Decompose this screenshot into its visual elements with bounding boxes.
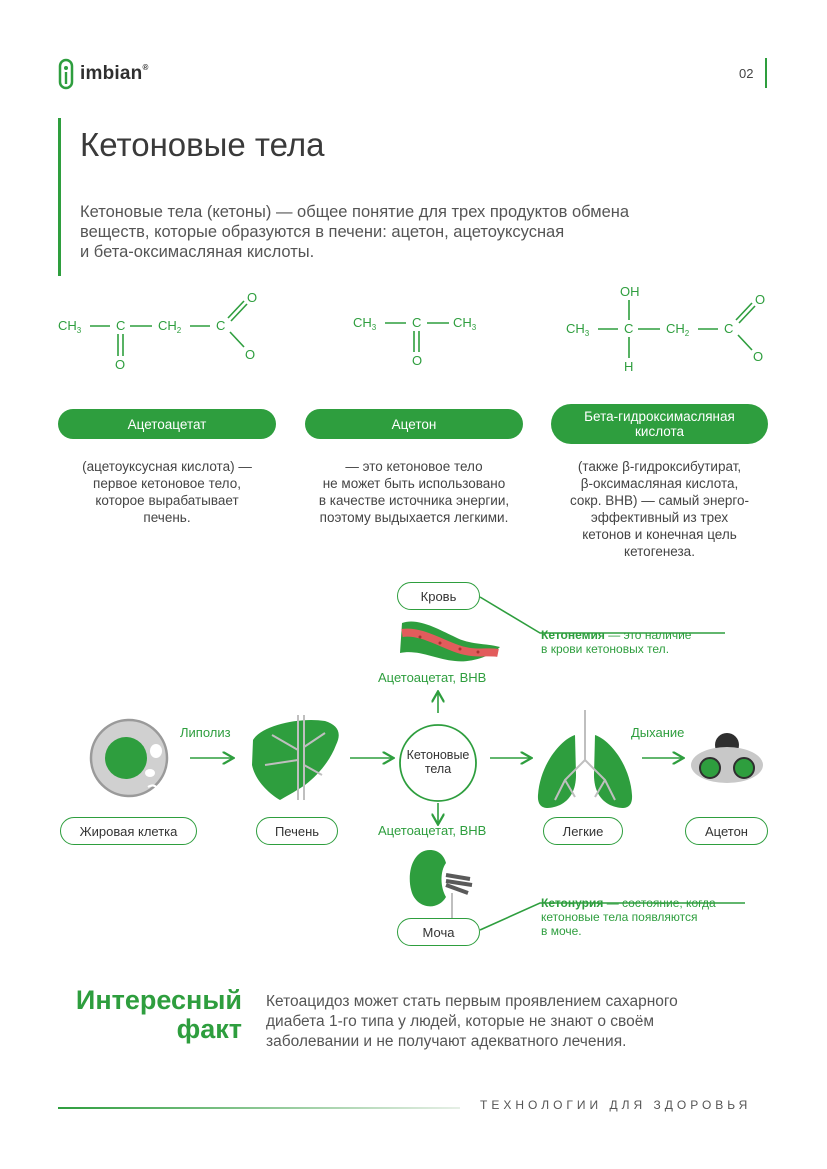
desc-line: в качестве источника энергии,	[318, 493, 510, 508]
brand-name: imbian®	[80, 63, 149, 84]
ketones-center-label: Кетоновые тела	[398, 748, 478, 776]
fact-title-line: факт	[176, 1014, 242, 1044]
nose-icon	[691, 733, 763, 783]
liver-icon	[252, 715, 339, 800]
logo-icon	[58, 58, 74, 90]
svg-text:O: O	[412, 353, 422, 368]
footer-tagline: ТЕХНОЛОГИИ ДЛЯ ЗДОРОВЬЯ	[480, 1098, 752, 1112]
brand-logo[interactable]: imbian®	[58, 58, 149, 90]
page-number-bar	[765, 58, 767, 88]
ketones-line: Кетоновые	[406, 748, 470, 762]
compound-label-line: кислота	[635, 424, 684, 439]
desc-line: сокр. BHB) — самый энерго-	[569, 493, 750, 508]
breathing-label: Дыхание	[631, 725, 685, 740]
up-label: Ацетоацетат, BHB	[378, 670, 487, 685]
formula-acetone: CH3 C CH3 O	[353, 315, 477, 368]
fact-line: заболевании и не получают адекватного ле…	[266, 1033, 627, 1050]
ketones-circle	[399, 724, 477, 802]
formula-bhb: OH CH3 C CH2 C H O O	[566, 284, 765, 374]
desc-line: поэтому выдыхается легкими.	[319, 510, 509, 525]
fact-text: Кетоацидоз может стать первым проявление…	[266, 992, 766, 1052]
svg-text:C: C	[216, 318, 225, 333]
fact-title-line: Интересный	[75, 985, 242, 1015]
desc-line: (ацетоуксусная кислота) —	[82, 459, 252, 474]
desc-line: β-оксимасляная кислота,	[580, 476, 739, 491]
desc-line: кетогенеза.	[624, 544, 695, 559]
footer-divider	[58, 1107, 460, 1109]
svg-text:C: C	[116, 318, 125, 333]
desc-line: — это кетоновое тело	[345, 459, 483, 474]
svg-text:O: O	[245, 347, 255, 362]
svg-text:CH3: CH3	[353, 315, 377, 332]
compound-desc-acetoacetate: (ацетоуксусная кислота) — первое кетонов…	[58, 458, 276, 526]
svg-text:H: H	[624, 359, 633, 374]
blood-vessel-icon	[400, 621, 500, 662]
node-fat-cell: Жировая клетка	[60, 817, 197, 845]
lungs-icon	[537, 710, 633, 808]
page-title: Кетоновые тела	[80, 126, 325, 163]
desc-line: эффективный из трех	[590, 510, 729, 525]
compound-desc-bhb: (также β-гидроксибутират, β-оксимасляная…	[551, 458, 768, 560]
svg-text:CH3: CH3	[453, 315, 477, 332]
svg-text:C: C	[724, 321, 733, 336]
desc-line: не может быть использовано	[322, 476, 506, 491]
compound-label-acetone: Ацетон	[305, 409, 523, 439]
fact-line: Кетоацидоз может стать первым проявление…	[266, 993, 678, 1010]
fat-cell-icon	[89, 718, 169, 798]
formula-acetoacetate: CH3 C CH2 C O O O	[58, 290, 257, 372]
node-acetone: Ацетон	[685, 817, 768, 845]
compound-label-acetoacetate: Ацетоацетат	[58, 409, 276, 439]
svg-text:O: O	[247, 290, 257, 305]
ketones-line: тела	[424, 762, 452, 776]
svg-text:O: O	[753, 349, 763, 364]
node-liver: Печень	[256, 817, 338, 845]
compound-desc-acetone: — это кетоновое тело не может быть испол…	[295, 458, 533, 526]
svg-text:C: C	[412, 315, 421, 330]
desc-line: кетонов и конечная цель	[582, 527, 737, 542]
svg-text:CH3: CH3	[58, 318, 82, 335]
svg-text:CH3: CH3	[566, 321, 590, 338]
page-number: 02	[739, 66, 754, 81]
desc-line: печень.	[143, 510, 191, 525]
desc-line: (также β-гидроксибутират,	[577, 459, 742, 474]
intro-paragraph: Кетоновые тела (кетоны) — общее понятие …	[80, 202, 740, 262]
node-lungs: Легкие	[543, 817, 623, 845]
svg-text:O: O	[115, 357, 125, 372]
svg-text:O: O	[755, 292, 765, 307]
compound-label-line: Бета-гидроксимасляная	[584, 409, 735, 424]
fact-title: Интересный факт	[40, 986, 242, 1044]
node-urine: Моча	[397, 918, 480, 946]
fact-line: диабета 1-го типа у людей, которые не зн…	[266, 1013, 654, 1030]
down-label: Ацетоацетат, BHB	[378, 823, 487, 838]
intro-line: веществ, которые образуются в печени: ац…	[80, 223, 565, 241]
title-accent-bar	[58, 118, 61, 276]
kidney-icon	[409, 850, 473, 920]
desc-line: которое вырабатывает	[95, 493, 239, 508]
intro-line: Кетоновые тела (кетоны) — общее понятие …	[80, 203, 630, 221]
svg-text:CH2: CH2	[666, 321, 690, 338]
svg-text:CH2: CH2	[158, 318, 182, 335]
desc-line: первое кетоновое тело,	[93, 476, 241, 491]
ketonuria-note: Кетонурия — состояние, когда кетоновые т…	[541, 896, 716, 938]
compound-label-bhb: Бета-гидроксимасляная кислота	[551, 404, 768, 444]
svg-text:OH: OH	[620, 284, 640, 299]
ketonemia-note: Кетонемия — это наличие в крови кетоновы…	[541, 628, 692, 656]
node-blood: Кровь	[397, 582, 480, 610]
svg-text:C: C	[624, 321, 633, 336]
lipolysis-label: Липолиз	[180, 725, 231, 740]
intro-line: и бета-оксимасляная кислоты.	[80, 243, 315, 261]
flow-diagram	[89, 596, 763, 931]
